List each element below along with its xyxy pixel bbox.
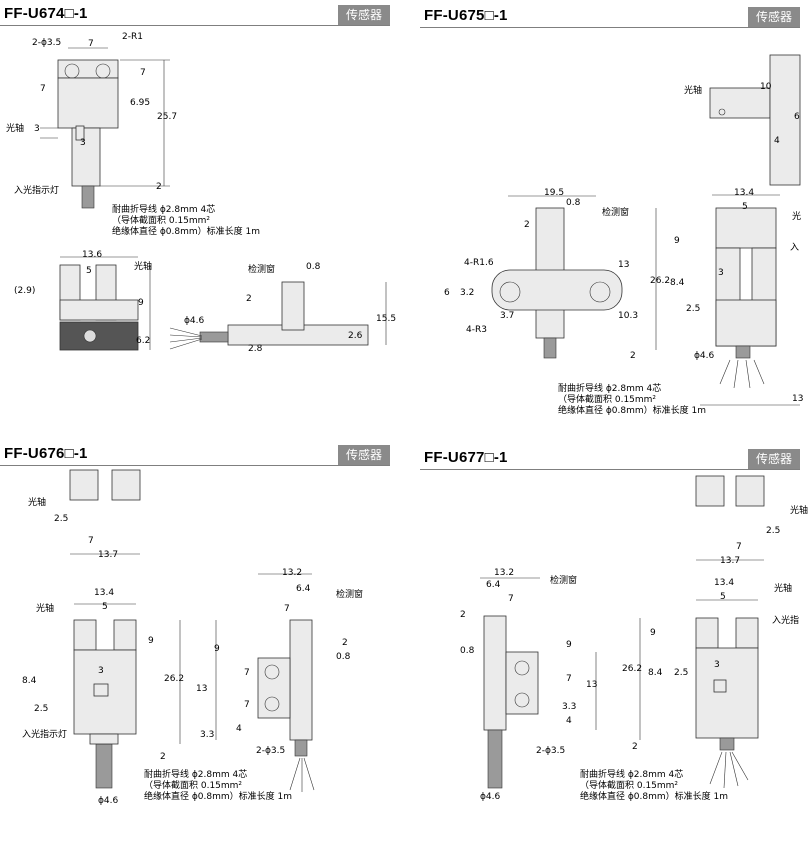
cable-note: 耐曲折导线 ϕ2.8mm 4芯 （导体截面积 0.15mm² 绝缘体直径 ϕ0.… bbox=[144, 770, 292, 802]
label-indicator: 入光指 bbox=[772, 616, 800, 626]
panel-ff-u675: FF-U675□-1 传感器 光轴 检测窗 4-R1.6 4-R3 ϕ4.6 光… bbox=[420, 0, 803, 430]
model-title: FF-U676□-1 bbox=[4, 445, 88, 462]
label-optical-axis: 光轴 bbox=[684, 86, 703, 96]
label-indicator: 入光指示灯 bbox=[22, 730, 68, 740]
label-window: 检测窗 bbox=[602, 208, 630, 218]
drawing-ff-u674 bbox=[40, 47, 387, 351]
drawing-ff-u675 bbox=[491, 54, 801, 406]
category-tag: 传感器 bbox=[337, 5, 390, 25]
panel-header: FF-U675□-1 传感器 bbox=[420, 6, 800, 28]
label-hole: 2-ϕ3.5 bbox=[32, 38, 62, 48]
label-indicator: 入 bbox=[790, 243, 800, 253]
category-tag: 传感器 bbox=[747, 7, 800, 27]
panel-header: FF-U674□-1 传感器 bbox=[0, 4, 390, 26]
drawing-ff-u677 bbox=[480, 475, 765, 789]
label-cable-dia: ϕ4.6 bbox=[98, 796, 119, 806]
label-optical-axis-b: 光轴 bbox=[774, 584, 793, 594]
label-optical-axis: 光轴 bbox=[28, 498, 47, 508]
model-title: FF-U677□-1 bbox=[424, 449, 508, 466]
panel-header: FF-U677□-1 传感器 bbox=[420, 448, 800, 470]
label-window: 检测窗 bbox=[336, 590, 364, 600]
model-title: FF-U674□-1 bbox=[4, 5, 88, 22]
label-cable-dia: ϕ4.6 bbox=[184, 316, 205, 326]
drawing-ff-u676 bbox=[69, 469, 315, 792]
label-cable-dia: ϕ4.6 bbox=[694, 351, 715, 361]
label-optical-axis-b: 光轴 bbox=[36, 604, 55, 614]
label-optical-axis-side: 光轴 bbox=[134, 262, 153, 272]
panel-ff-u677: FF-U677□-1 传感器 光轴 光轴 入光指 检测窗 2-ϕ3.5 ϕ4.6… bbox=[420, 440, 808, 847]
label-radius: 2-R1 bbox=[122, 32, 143, 42]
label-optical-axis-b: 光 bbox=[792, 212, 802, 222]
cable-note: 耐曲折导线 ϕ2.8mm 4芯 （导体截面积 0.15mm² 绝缘体直径 ϕ0.… bbox=[558, 384, 706, 416]
label-hole: 2-ϕ3.5 bbox=[536, 746, 566, 756]
label-indicator: 入光指示灯 bbox=[14, 186, 60, 196]
panel-ff-u674: FF-U674□-1 传感器 2-ϕ3.5 2-R1 光轴 入光指示灯 光轴 检… bbox=[0, 0, 396, 430]
label-radius-2: 4-R3 bbox=[466, 325, 487, 335]
panel-ff-u676: FF-U676□-1 传感器 光轴 光轴 入光指示灯 检测窗 2-ϕ3.5 ϕ4… bbox=[0, 440, 390, 847]
category-tag: 传感器 bbox=[747, 449, 800, 469]
cable-note: 耐曲折导线 ϕ2.8mm 4芯 （导体截面积 0.15mm² 绝缘体直径 ϕ0.… bbox=[112, 205, 260, 237]
label-optical-axis: 光轴 bbox=[6, 124, 25, 134]
panel-header: FF-U676□-1 传感器 bbox=[0, 444, 390, 466]
label-radius-1: 4-R1.6 bbox=[464, 258, 494, 268]
category-tag: 传感器 bbox=[337, 445, 390, 465]
model-title: FF-U675□-1 bbox=[424, 7, 508, 24]
label-optical-axis: 光轴 bbox=[790, 506, 808, 516]
label-cable-dia: ϕ4.6 bbox=[480, 792, 501, 802]
label-window: 检测窗 bbox=[550, 576, 578, 586]
label-window: 检测窗 bbox=[248, 265, 276, 275]
cable-note: 耐曲折导线 ϕ2.8mm 4芯 （导体截面积 0.15mm² 绝缘体直径 ϕ0.… bbox=[580, 770, 728, 802]
label-hole: 2-ϕ3.5 bbox=[256, 746, 286, 756]
